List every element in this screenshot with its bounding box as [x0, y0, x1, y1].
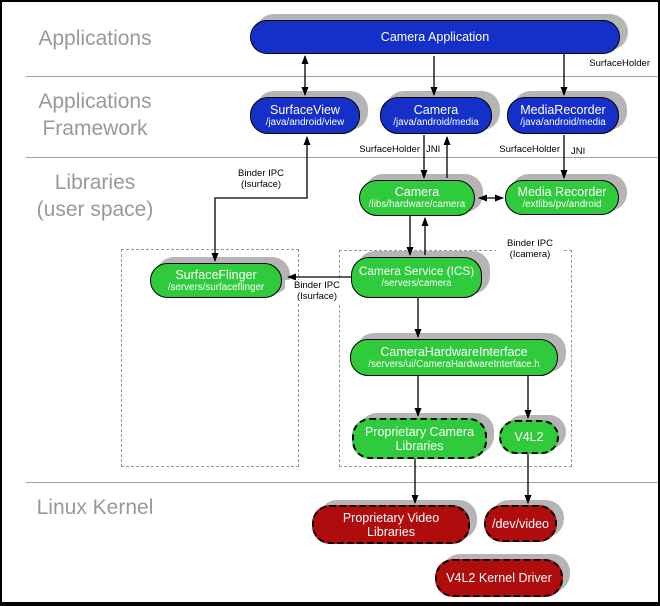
- layer-label-applications-framework: Applications Framework: [38, 90, 152, 140]
- mediarecorder-lib-node: Media Recorder /extlibs/pv/android: [505, 180, 619, 215]
- camera-java-node: Camera /java/android/media: [380, 97, 492, 134]
- mediarecorder-lib-title: Media Recorder: [517, 184, 607, 199]
- binder-ipc-isurface-label-side: Binder IPC (Isurface): [285, 280, 349, 303]
- arrow-surfaceview-surfaceflinger-elbow: [211, 136, 311, 262]
- proprietary-camera-libraries-title: Proprietary Camera Libraries: [364, 424, 475, 453]
- camera-lib-path: /libs/hardware/camera: [368, 199, 466, 211]
- surfaceholder-label-mediarecorder: SurfaceHolder: [499, 144, 560, 155]
- layer-separator-applications: [26, 76, 658, 77]
- binder-ipc-isurface-label-top: Binder IPC (Isurface): [238, 168, 284, 191]
- layer-label-libraries: Libraries (user space): [36, 171, 154, 221]
- camera-lib-node: Camera /libs/hardware/camera: [359, 180, 475, 216]
- surfaceflinger-group-outline: [121, 249, 299, 467]
- proprietary-video-libraries-title: Proprietary Video Libraries: [342, 510, 440, 539]
- surfaceflinger-path: /servers/surfaceflinger: [167, 281, 265, 293]
- camera-service-title: Camera Service (ICS): [358, 264, 475, 279]
- mediarecorder-lib-path: /extlibs/pv/android: [522, 198, 602, 210]
- camera-hardware-interface-node: CameraHardwareInterface /servers/ui/Came…: [350, 339, 558, 376]
- proprietary-video-libraries-node: Proprietary Video Libraries: [312, 505, 470, 544]
- camera-application-node: Camera Application: [250, 20, 620, 54]
- layer-label-applications: Applications: [38, 27, 152, 50]
- v4l2-node: V4L2: [499, 420, 559, 454]
- surfaceview-node: SurfaceView /java/android/view: [250, 97, 360, 134]
- mediarecorder-java-path: /java/android/media: [520, 116, 606, 128]
- layer-label-linux-kernel: Linux Kernel: [36, 496, 154, 519]
- surfaceview-title: SurfaceView: [270, 102, 340, 117]
- dev-video-node: /dev/video: [484, 505, 557, 542]
- camera-application-title: Camera Application: [380, 30, 490, 44]
- camera-hardware-interface-path: /servers/ui/CameraHardwareInterface.h: [368, 358, 540, 370]
- surfaceflinger-node: SurfaceFlinger /servers/surfaceflinger: [150, 263, 282, 298]
- layer-separator-framework: [26, 157, 658, 158]
- camera-hardware-interface-title: CameraHardwareInterface: [380, 344, 528, 359]
- v4l2-title: V4L2: [514, 430, 544, 444]
- v4l2-kernel-driver-node: V4L2 Kernel Driver: [435, 559, 563, 597]
- camera-service-node: Camera Service (ICS) /servers/camera: [351, 257, 482, 298]
- surfaceview-path: /java/android/view: [265, 116, 345, 128]
- surfaceholder-label-camera: SurfaceHolder: [359, 144, 420, 155]
- v4l2-kernel-driver-title: V4L2 Kernel Driver: [446, 571, 552, 585]
- surfaceholder-label-top: SurfaceHolder: [589, 58, 650, 69]
- camera-lib-title: Camera: [394, 185, 440, 200]
- dev-video-title: /dev/video: [492, 516, 549, 531]
- jni-label-camera: JNI: [426, 144, 441, 155]
- surfaceflinger-title: SurfaceFlinger: [175, 267, 257, 282]
- camera-service-path: /servers/camera: [381, 278, 452, 290]
- layer-separator-kernel: [26, 482, 658, 483]
- camera-java-title: Camera: [413, 102, 459, 117]
- mediarecorder-java-node: MediaRecorder /java/android/media: [507, 97, 619, 134]
- binder-ipc-icamera-label: Binder IPC (Icamera): [496, 238, 564, 261]
- jni-label-mediarecorder: JNI: [571, 146, 586, 157]
- mediarecorder-java-title: MediaRecorder: [520, 102, 606, 117]
- camera-service-group-outline: [339, 250, 572, 467]
- proprietary-camera-libraries-node: Proprietary Camera Libraries: [352, 418, 487, 459]
- camera-java-path: /java/android/media: [393, 116, 479, 128]
